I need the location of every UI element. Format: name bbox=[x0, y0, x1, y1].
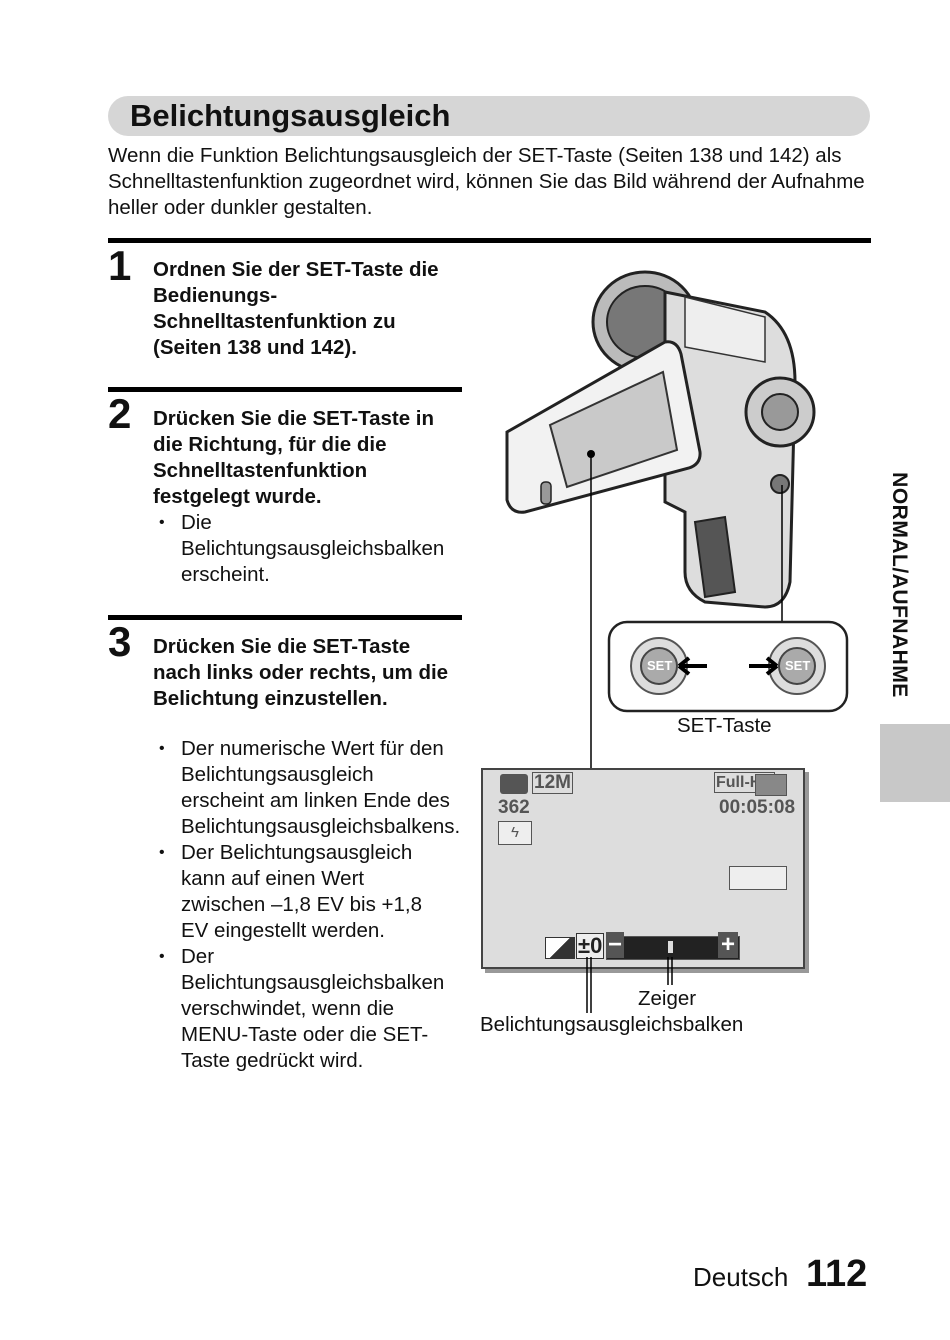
shots-remaining: 362 bbox=[498, 797, 530, 818]
resolution-indicator: 12M bbox=[532, 772, 573, 794]
step-3-rule bbox=[108, 615, 462, 620]
exposure-bar-plus: + bbox=[718, 932, 738, 958]
exposure-compensation-icon bbox=[545, 937, 575, 959]
set-button-left-label: SET bbox=[647, 658, 673, 673]
exposure-pointer bbox=[668, 941, 673, 953]
page-title: Belichtungsausgleich bbox=[130, 98, 451, 133]
step-3-bullets: Der numerische Wert für den Belichtungsa… bbox=[153, 736, 460, 1074]
title-bar: Belichtungsausgleich bbox=[108, 96, 870, 136]
top-rule bbox=[108, 238, 871, 243]
flash-icon: ϟ bbox=[498, 821, 532, 845]
step-3-bullet: Der numerische Wert für den Belichtungsa… bbox=[153, 736, 460, 840]
exposure-bar-caption: Belichtungsausgleichsbalken bbox=[480, 1013, 744, 1036]
intro-paragraph: Wenn die Funktion Belichtungsausgleich d… bbox=[108, 144, 865, 219]
set-button-right-label: SET bbox=[785, 658, 811, 673]
step-3-bullet: Der Belichtungsausgleich kann auf einen … bbox=[153, 840, 453, 944]
step-3-number: 3 bbox=[108, 618, 132, 665]
step-2-bullets: Die Belichtungsausgleichsbalken erschein… bbox=[153, 510, 453, 588]
bar-leader-lines bbox=[586, 957, 673, 1013]
recording-time: 00:05:08 bbox=[719, 797, 796, 818]
page-number: 112 bbox=[806, 1253, 868, 1295]
step-1-heading: Ordnen Sie der SET-Taste die Bedienungs-… bbox=[153, 258, 439, 359]
camera-mode-icon bbox=[500, 774, 528, 794]
camera-illustration bbox=[505, 270, 816, 609]
step-3-heading: Drücken Sie die SET-Taste nach links ode… bbox=[153, 635, 449, 710]
set-button-callout bbox=[607, 620, 849, 713]
footer-language: Deutsch bbox=[693, 1262, 789, 1292]
set-key-caption: SET-Taste bbox=[677, 714, 772, 737]
section-side-label: NORMAL/AUFNAHME bbox=[888, 472, 911, 698]
pointer-caption: Zeiger bbox=[638, 987, 697, 1010]
exposure-value: ±0 bbox=[576, 933, 605, 959]
video-camera-icon bbox=[755, 774, 787, 796]
step-2-number: 2 bbox=[108, 390, 132, 437]
stabilizer-icon bbox=[729, 866, 787, 890]
step-2-rule bbox=[108, 387, 462, 392]
exposure-bar-minus: − bbox=[606, 931, 624, 958]
section-side-tab bbox=[880, 724, 950, 802]
step-2-heading: Drücken Sie die SET-Taste in die Richtun… bbox=[153, 407, 435, 508]
step-1-number: 1 bbox=[108, 242, 132, 289]
step-2-bullet: Die Belichtungsausgleichsbalken erschein… bbox=[153, 510, 453, 588]
step-3-bullet: Der Belichtungsausgleichsbalken verschwi… bbox=[153, 944, 453, 1074]
leader-lines bbox=[590, 454, 783, 768]
